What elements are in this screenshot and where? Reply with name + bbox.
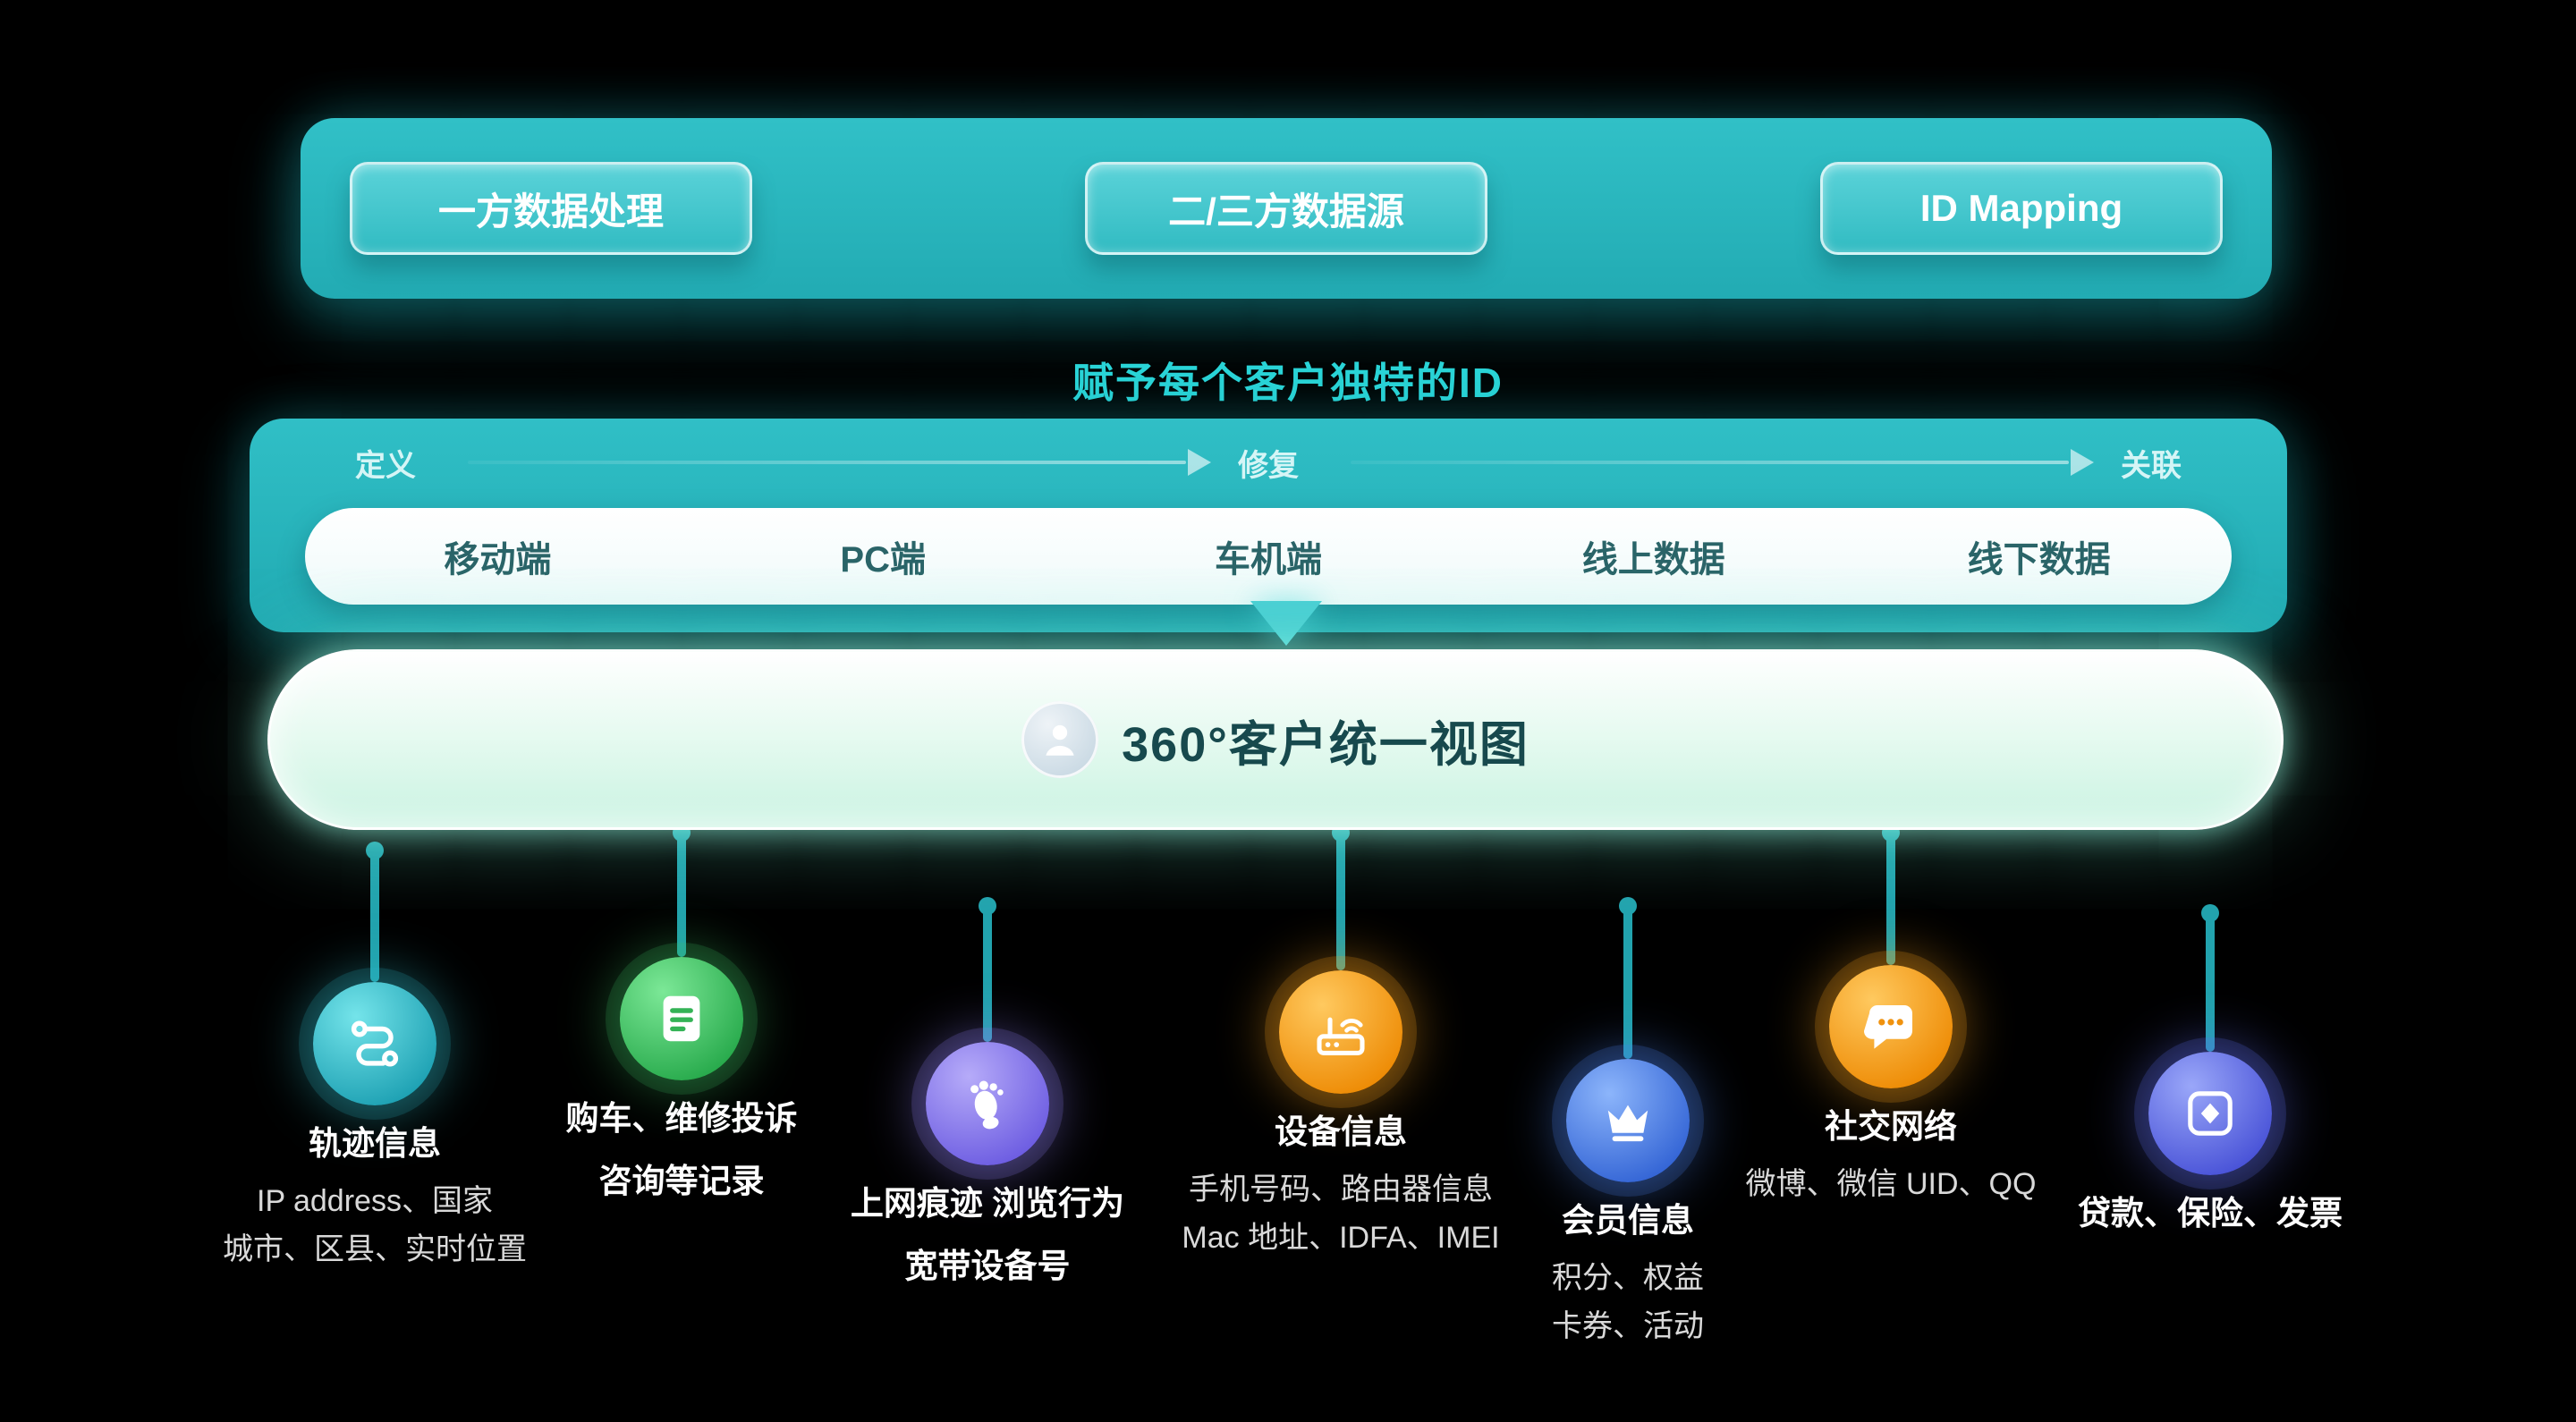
source-node-trajectory: 轨迹信息 IP address、国家 城市、区县、实时位置 [169,982,580,1274]
connector-line [1332,824,1350,970]
node-detail: 积分、权益 [1552,1260,1704,1295]
source-node-browsing-traces: 上网痕迹 浏览行为 宽带设备号 [782,1042,1193,1290]
channel-mobile: 移动端 [444,540,552,580]
source-node-social-network: 社交网络 微博、微信 UID、QQ [1685,965,2097,1208]
connector-dot [2201,904,2219,922]
connector-dot [366,842,384,859]
crown-icon [1607,1105,1648,1142]
connector-dot [1619,897,1637,915]
person-icon [1046,724,1074,756]
id-mapping-button[interactable]: ID Mapping [1820,162,2223,255]
channel-online-data: 线上数据 [1581,540,1725,580]
node-title: 宽带设备号 [904,1247,1071,1284]
node-detail: IP address、国家 [257,1183,493,1218]
finance-docs-badge [2148,1052,2272,1175]
chat-icon [1863,1005,1912,1049]
arrow-right-icon [2071,449,2094,476]
pipeline-stages-row: 定义 修复 关联 [250,435,2287,490]
node-detail: 城市、区县、实时位置 [223,1232,527,1267]
member-info-badge [1566,1059,1690,1182]
channel-bar: 移动端 PC端 车机端 线上数据 线下数据 [305,508,2232,605]
arrow-right-icon [1188,449,1211,476]
node-title: 咨询等记录 [598,1162,765,1199]
stage-define: 定义 [355,448,416,483]
channel-offline-data: 线下数据 [1967,540,2111,580]
browsing-traces-badge [926,1042,1049,1165]
node-detail: 微博、微信 UID、QQ [1745,1166,2037,1201]
connector-line [673,824,691,957]
device-info-badge [1279,970,1402,1094]
node-title: 社交网络 [1825,1108,1957,1145]
source-node-service-records: 购车、维修投诉 咨询等记录 [476,957,887,1205]
trajectory-badge [313,982,436,1105]
source-node-member-info: 会员信息 积分、权益 卡券、活动 [1422,1059,1834,1350]
source-node-finance-docs: 贷款、保险、发票 [2004,1052,2416,1238]
avatar [1021,701,1099,778]
node-title: 会员信息 [1562,1202,1694,1239]
unified-view-label: 360°客户统一视图 [1122,717,1530,772]
node-title: 贷款、保险、发票 [2078,1195,2343,1232]
social-network-badge [1829,965,1953,1088]
top-data-bar: 一方数据处理 二/三方数据源 ID Mapping [301,118,2272,299]
node-detail: 手机号码、路由器信息 [1189,1172,1493,1206]
second-third-party-data-button[interactable]: 二/三方数据源 [1085,162,1487,255]
route-icon [351,1020,399,1067]
channel-car: 车机端 [1214,540,1322,580]
node-title: 购车、维修投诉 [565,1100,798,1137]
node-detail: 卡券、活动 [1552,1309,1704,1344]
arrow-down-icon [1250,601,1322,646]
stage-repair: 修复 [1238,448,1299,483]
channel-pc: PC端 [840,540,926,580]
router-icon [1317,1017,1365,1055]
stage-arrow-line [1351,449,2094,476]
document-icon [663,995,700,1042]
node-title: 轨迹信息 [309,1125,441,1162]
connector-line [979,897,996,1042]
node-detail: Mac 地址、IDFA、IMEI [1182,1221,1500,1256]
first-party-data-button[interactable]: 一方数据处理 [350,162,752,255]
unified-view-bar: 360°客户统一视图 [267,649,2284,830]
connector-dot [979,897,996,915]
service-records-badge [620,957,743,1080]
stage-arrow-line [468,449,1211,476]
connector-line [1619,897,1637,1059]
footprint-icon [970,1080,1004,1130]
connector-line [1882,824,1900,965]
node-title: 设备信息 [1275,1113,1407,1150]
connector-line [366,842,384,982]
unique-id-caption: 赋予每个客户独特的ID [1072,360,1504,406]
invoice-icon [2188,1091,2233,1136]
node-title: 上网痕迹 浏览行为 [850,1185,1125,1222]
connector-line [2201,904,2219,1052]
source-node-device-info: 设备信息 手机号码、路由器信息 Mac 地址、IDFA、IMEI [1135,970,1546,1262]
stage-associate: 关联 [2121,448,2182,483]
id-pipeline-panel: 定义 修复 关联 移动端 PC端 车机端 线上数据 线下数据 [250,419,2287,632]
